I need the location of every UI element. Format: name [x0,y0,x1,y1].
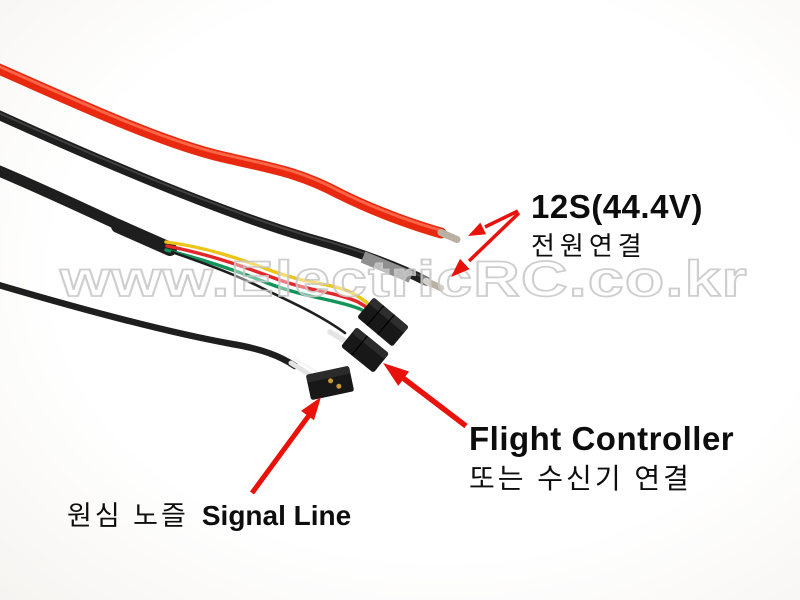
power-label: 12S(44.4V) 전원연결 [531,188,703,262]
yellow-strand [164,240,376,312]
connector-ridge [377,314,395,335]
power-label-voltage: 12S(44.4V) [531,188,703,225]
servo-connector-2wire [341,328,389,372]
signal-line-label: 원심 노즐 Signal Line [67,500,351,532]
cable-heatshrink-end [111,219,177,256]
signal-label-korean: 원심 노즐 [67,501,189,531]
black-strand [170,250,347,335]
black-wire-gray-band [360,251,414,283]
red-wire-body [0,63,447,239]
flight-controller-label: Flight Controller 또는 수신기 연결 [469,420,734,495]
red-wire-tinned-tip [437,229,461,243]
red-power-wire [0,63,461,243]
flight-controller-arrow [383,363,468,429]
black-power-wire [0,110,445,292]
connector-shine-middle [352,328,389,359]
arrow-line [249,412,313,495]
arrowhead-icon [301,397,321,421]
red-strand [165,244,377,316]
connector-shine-signal [306,366,351,383]
arrow-line [401,375,468,429]
power-label-korean: 전원연결 [531,230,647,261]
signal-line-arrow [249,397,321,495]
connector-body-top [358,298,408,346]
watermark: www.ElectricRC.co.kr [59,251,748,307]
signal-cable-body [0,281,299,370]
red-wire-sheen [0,65,443,232]
fc-label-title: Flight Controller [469,420,735,457]
black-wire-tinned-tip [422,277,445,292]
connector-ridge [366,305,385,326]
arrowhead-icon [451,258,470,277]
arrow-line-to-black-tip [467,211,521,263]
gold-pin [328,378,334,384]
arrowhead-icon [468,222,487,236]
signal-connector [306,366,354,400]
fc-label-korean: 또는 수신기 연결 [469,462,692,494]
servo-connector-4wire [358,298,408,346]
power-callout-arrows [451,209,521,277]
signal-label-english: Signal Line [201,500,352,531]
connector-body-middle [341,328,389,372]
white-strand-signal [293,357,318,373]
arrow-line-to-red-tip [484,209,519,229]
connector-ridge [351,335,368,356]
gold-pin [336,383,342,389]
arrowhead-icon [383,363,410,386]
connector-shine-top [369,298,408,332]
